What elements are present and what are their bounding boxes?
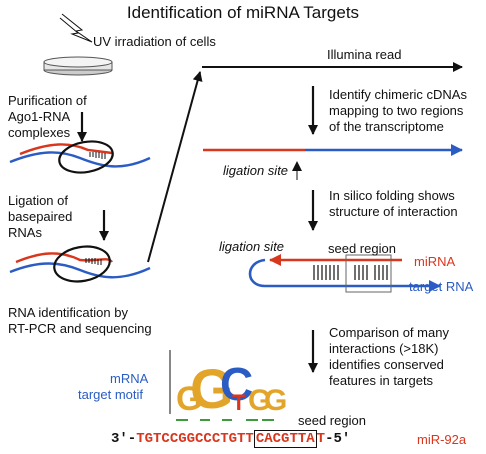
target-rna-label: target RNA bbox=[409, 279, 474, 294]
rna-identification-line-1: RNA identification by bbox=[8, 305, 128, 320]
illumina-read-label: Illumina read bbox=[327, 47, 402, 62]
comparison-label-line-4: features in targets bbox=[329, 373, 434, 388]
comparison-label-line-1: Comparison of many bbox=[329, 325, 449, 340]
logo-letter-3: C bbox=[220, 358, 253, 410]
rna-identification-line-2: RT-PCR and sequencing bbox=[8, 321, 152, 336]
seed-region-label-1: seed region bbox=[328, 241, 396, 256]
purification-label-line-2: Ago1-RNA bbox=[8, 109, 71, 124]
ligation-label-line-3: RNAs bbox=[8, 225, 42, 240]
purification-label-line-1: Purification of bbox=[8, 93, 87, 108]
folded-target-rna bbox=[248, 258, 441, 292]
ago1-complex-2 bbox=[9, 245, 151, 283]
logo-letter-5: G bbox=[248, 384, 271, 417]
basepairing-lines bbox=[313, 265, 388, 280]
chimeric-label-line-1: Identify chimeric cDNAs bbox=[329, 87, 467, 102]
chimeric-label-line-3: of the transcriptome bbox=[329, 119, 444, 134]
seq-main: TGTCCGGCCCTGTT bbox=[136, 431, 254, 447]
mirna-label: miRNA bbox=[414, 254, 456, 269]
target-motif-logo: G G C T G G bbox=[169, 350, 287, 421]
seq-5prime: -5′ bbox=[325, 431, 351, 447]
uv-irradiation-label: UV irradiation of cells bbox=[93, 34, 216, 49]
ligation-label-line-1: Ligation of bbox=[8, 193, 68, 208]
mir-92a-label: miR-92a bbox=[417, 432, 467, 447]
ligation-label-line-2: basepaired bbox=[8, 209, 73, 224]
comparison-label-line-2: interactions (>18K) bbox=[329, 341, 439, 356]
seed-region-label-2: seed region bbox=[298, 413, 366, 428]
arrow-to-sequencing bbox=[147, 71, 203, 263]
logo-letter-2: G bbox=[190, 357, 234, 420]
diagram-title: Identification of miRNA Targets bbox=[126, 3, 360, 22]
seq-end: T bbox=[316, 431, 326, 447]
seed-region-box bbox=[345, 254, 392, 293]
logo-letter-6: G bbox=[264, 384, 287, 417]
mrna-motif-label-line-2: target motif bbox=[78, 387, 144, 402]
seq-3prime: 3′- bbox=[111, 431, 137, 447]
mrna-motif-label-line-1: mRNA bbox=[110, 371, 149, 386]
purification-label-line-3: complexes bbox=[8, 125, 71, 140]
uv-lightning-icon bbox=[59, 13, 93, 43]
comparison-label-line-3: identifies conserved bbox=[329, 357, 444, 372]
folding-label-line-2: structure of interaction bbox=[329, 204, 458, 219]
ago1-complex-1 bbox=[9, 140, 151, 174]
chimeric-label-line-2: mapping to two regions bbox=[329, 103, 464, 118]
folding-label-line-1: In silico folding shows bbox=[329, 188, 455, 203]
seq-seed: CACGTTA bbox=[253, 430, 317, 448]
ligation-site-label-1: ligation site bbox=[223, 163, 289, 178]
ligation-site-label-2: ligation site bbox=[219, 239, 285, 254]
logo-letter-1: G bbox=[176, 380, 202, 418]
petri-dish-icon bbox=[43, 56, 113, 76]
logo-letter-4: T bbox=[232, 390, 246, 415]
